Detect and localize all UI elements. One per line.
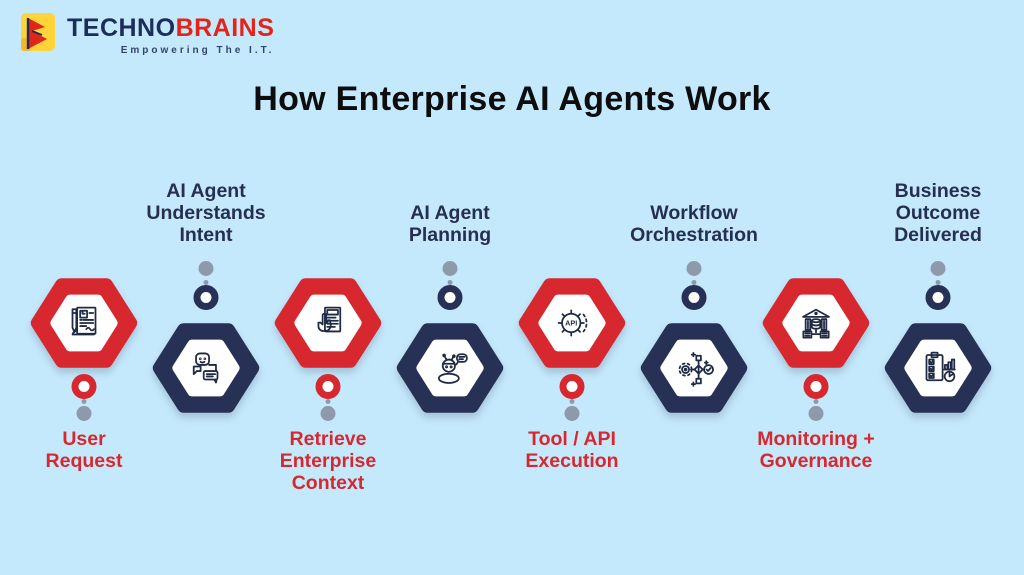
connector-dot-large [442,261,458,276]
connector-ring [559,374,585,399]
brand-wordmark-primary: TECHNO [67,14,176,42]
hexagon-red [272,275,384,371]
step-column-user-request: User Request [9,170,159,510]
step-column-monitoring: Monitoring + Governance [741,170,891,510]
hexagon-navy [882,320,994,416]
connector-ring [925,285,951,310]
connector-ring [315,374,341,399]
brand-wordmark: TECHNOBRAINS [67,16,274,41]
connector-ring [803,374,829,399]
step-label: AI Agent Planning [408,202,492,246]
workflow-gear-icon [678,352,714,387]
hexagon-navy [638,320,750,416]
step-column-tool-api: API Tool / API Execution [497,170,647,510]
brand-logo-icon [21,13,55,51]
hexagon-red [28,275,140,371]
brand-tagline: Empowering The I.T. [120,45,275,56]
hexagon-shape [152,323,260,413]
connector-ring [681,285,707,310]
connector-dot-small [81,399,87,404]
hexagon-shape [518,278,626,368]
step-label: Tool / API Execution [525,428,619,472]
connector-dot-large [686,261,702,276]
document-pen-icon [71,306,97,336]
connector-dot-large [198,261,214,276]
hexagon-red [760,275,872,371]
connector-dot-small [325,399,331,404]
connector-dot-small [447,280,453,285]
connector-dot-small [935,280,941,285]
connector-ring [437,285,463,310]
connector-dot-large [808,406,824,421]
step-label: AI Agent Understands Intent [146,180,266,246]
step-label: Retrieve Enterprise Context [279,428,377,494]
brand-wordmark-secondary: BRAINS [175,14,275,42]
step-column-business-outcome: Business Outcome Delivered [863,170,1013,510]
clipboard-chart-icon [925,351,956,383]
step-column-agent-planning: AI Agent Planning [375,170,525,510]
hexagon-navy [150,320,262,416]
connector-dot-large [930,261,946,276]
connector-ring [71,374,97,399]
connector-dot-small [691,280,697,285]
hexagon-shape [640,323,748,413]
api-gear-icon: API [557,309,588,337]
step-column-retrieve-context: Retrieve Enterprise Context [253,170,403,510]
chat-person-icon [192,352,219,384]
connector-ring [193,285,219,310]
step-label: Workflow Orchestration [630,202,758,246]
governance-building-icon [802,308,830,339]
page-title: How Enterprise AI Agents Work [253,80,771,118]
connector-dot-large [564,406,580,421]
step-label: User Request [45,428,123,472]
brand-logo-text: TECHNOBRAINS Empowering The I.T. [67,10,275,57]
step-column-workflow: Workflow Orchestration [619,170,769,510]
robot-chat-icon [438,353,468,384]
api-icon-text: API [565,319,577,328]
hand-document-icon [317,306,342,333]
hexagon-red: API [516,275,628,371]
connector-dot-small [813,399,819,404]
connector-dot-small [203,280,209,285]
step-column-understands-intent: AI Agent Understands Intent [131,170,281,510]
hexagon-navy [394,320,506,416]
connector-dot-large [76,406,92,421]
connector-dot-large [320,406,336,421]
step-label: Monitoring + Governance [757,428,875,472]
brand-logo: TECHNOBRAINS Empowering The I.T. [18,10,274,56]
step-label: Business Outcome Delivered [894,180,982,246]
connector-dot-small [569,399,575,404]
